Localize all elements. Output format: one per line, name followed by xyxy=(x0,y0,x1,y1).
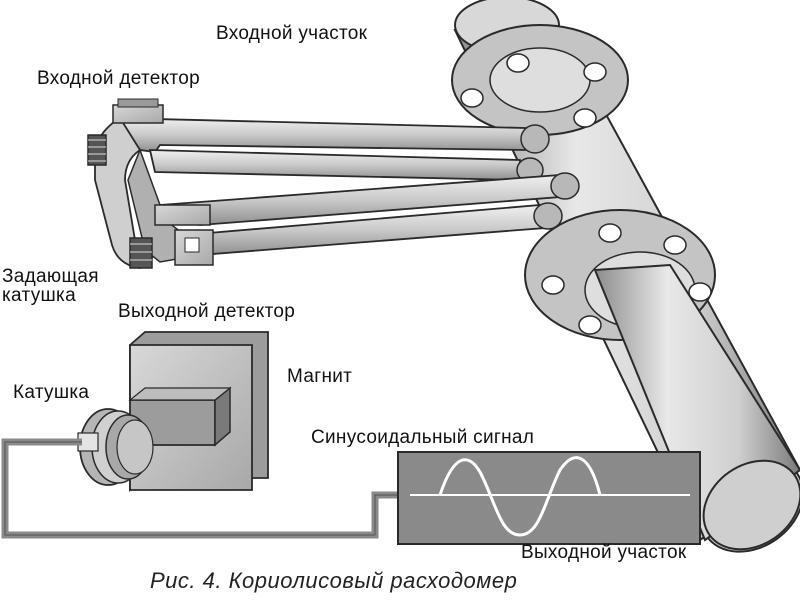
figure-caption: Рис. 4. Кориолисовый расходомер xyxy=(150,568,518,593)
coil xyxy=(77,408,154,486)
label-outlet-detector: Выходной детектор xyxy=(118,301,296,322)
drive-coil xyxy=(87,134,107,166)
sine-wave xyxy=(438,456,602,537)
outlet-detector xyxy=(129,204,214,269)
inlet-flange xyxy=(451,24,629,136)
label-outlet-section: Выходной участок xyxy=(521,542,687,563)
label-coil: Катушка xyxy=(13,382,90,403)
magnet xyxy=(128,331,269,492)
label-inlet-section: Входной участок xyxy=(216,23,368,44)
measuring-tubes xyxy=(94,116,580,269)
label-magnet: Магнит xyxy=(287,366,353,387)
inlet-detector xyxy=(112,98,164,124)
label-drive-coil-line2: катушка xyxy=(2,285,76,306)
label-inlet-detector: Входной детектор xyxy=(37,68,200,89)
sine-signal-display xyxy=(397,451,701,545)
label-drive-coil-line1: Задающая xyxy=(2,266,99,287)
label-sine-signal: Синусоидальный сигнал xyxy=(311,427,535,448)
